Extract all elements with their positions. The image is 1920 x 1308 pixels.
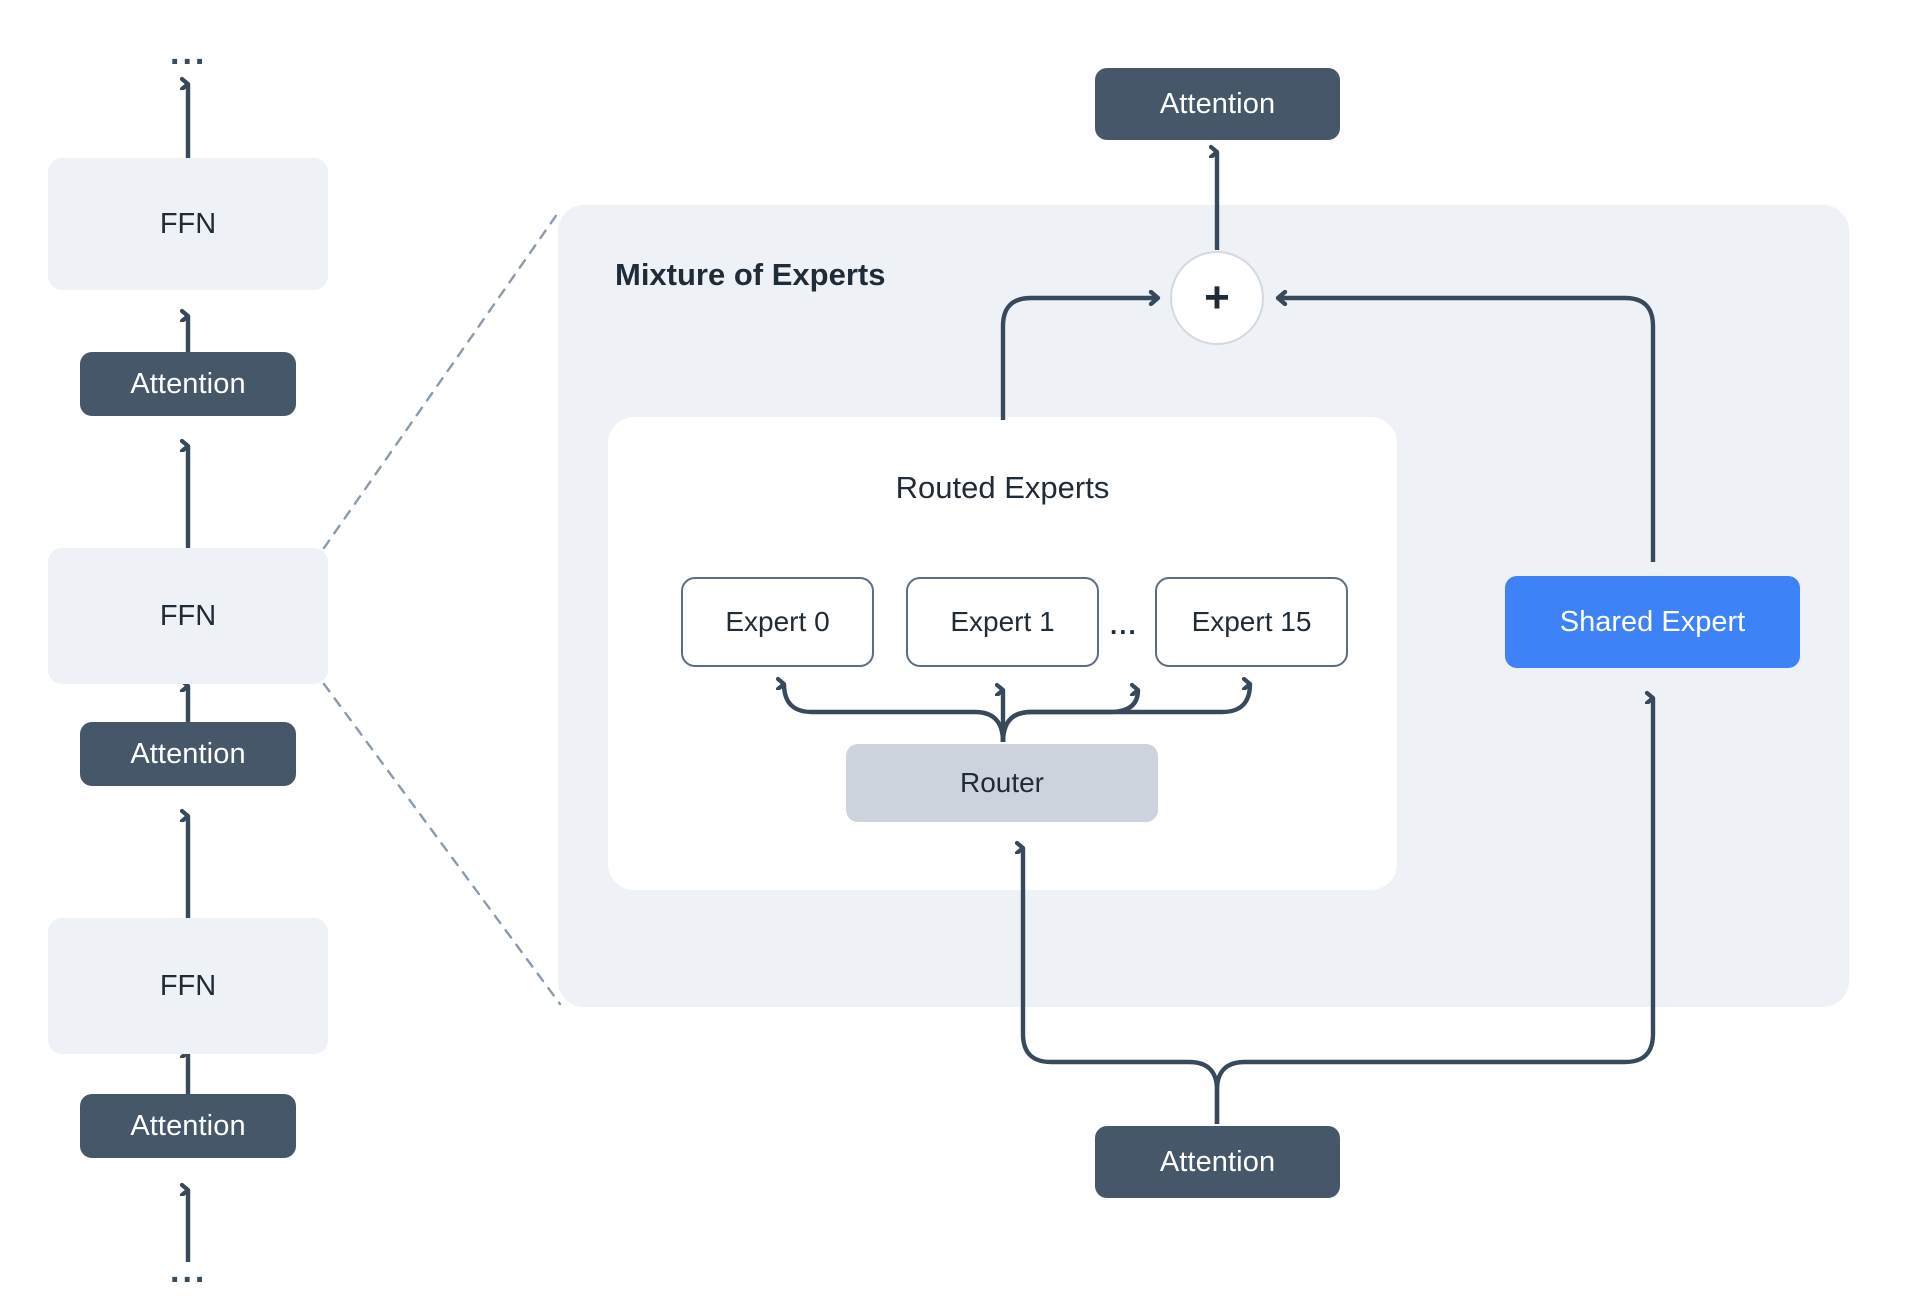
- shared-expert-label: Shared Expert: [1559, 605, 1746, 638]
- shared-expert-node[interactable]: Shared Expert: [1505, 576, 1800, 668]
- left-stack-attention-1[interactable]: Attention: [80, 352, 296, 416]
- combine-plus-symbol: +: [1204, 273, 1230, 322]
- experts-ellipsis: ...: [1110, 610, 1138, 640]
- expert-box-0-label: Expert 0: [725, 606, 830, 637]
- left-stack-ffn-3[interactable]: FFN: [48, 918, 328, 1054]
- moe-output-attention-label: Attention: [1159, 87, 1276, 120]
- combine-plus-node[interactable]: +: [1170, 251, 1264, 345]
- guide-line-bottom: [322, 682, 562, 1006]
- expert-box-15-label: Expert 15: [1191, 606, 1312, 637]
- left-stack-attention-1-label: Attention: [130, 367, 246, 400]
- moe-input-attention-label: Attention: [1159, 1145, 1276, 1178]
- left-stack-attention-2[interactable]: Attention: [80, 722, 296, 786]
- moe-input-attention[interactable]: Attention: [1095, 1126, 1340, 1198]
- expert-box-1-label: Expert 1: [950, 606, 1055, 637]
- left-stack-attention-3-label: Attention: [130, 1109, 246, 1142]
- expert-box-15[interactable]: Expert 15: [1155, 577, 1348, 667]
- expert-box-1[interactable]: Expert 1: [906, 577, 1099, 667]
- left-stack-attention-3[interactable]: Attention: [80, 1094, 296, 1158]
- guide-line-top: [322, 208, 562, 550]
- left-stack-ffn-1[interactable]: FFN: [48, 158, 328, 290]
- router-label: Router: [959, 767, 1045, 798]
- left-stack-ffn-3-label: FFN: [159, 969, 217, 1002]
- moe-output-attention[interactable]: Attention: [1095, 68, 1340, 140]
- left-stack-ffn-1-label: FFN: [159, 207, 217, 240]
- left-stack-attention-2-label: Attention: [130, 737, 246, 770]
- expert-box-0[interactable]: Expert 0: [681, 577, 874, 667]
- routed-experts-title: Routed Experts: [895, 470, 1110, 505]
- left-stack-ffn-2[interactable]: FFN: [48, 548, 328, 684]
- left-stack-bottom-ellipsis: ...: [170, 1252, 208, 1290]
- router-node[interactable]: Router: [846, 744, 1158, 822]
- mixture-of-experts-title: Mixture of Experts: [615, 257, 886, 292]
- left-stack-top-ellipsis: ...: [170, 34, 208, 72]
- left-stack-ffn-2-label: FFN: [159, 599, 217, 632]
